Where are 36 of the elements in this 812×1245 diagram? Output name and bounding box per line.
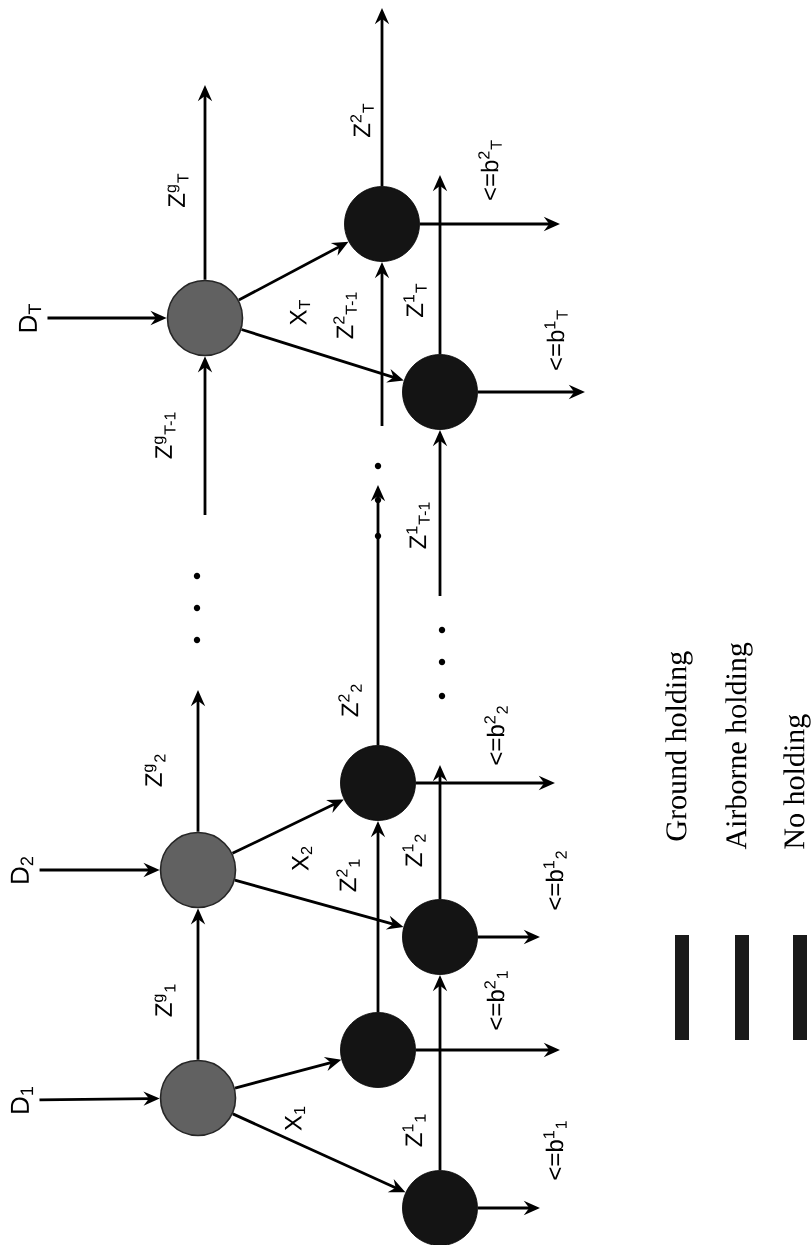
variable-label: D$_{1}$	[10, 1086, 34, 1113]
edge-label: <=b$^{1}$T	[544, 310, 568, 370]
edge-label: <=b$^{1}$2	[543, 851, 567, 910]
variable-label: D$_{2}$	[10, 857, 34, 883]
edge-label: Z$^{g}$2	[144, 754, 166, 787]
ground-node	[159, 831, 237, 909]
edge-label: <=b$^{2}$T	[478, 140, 502, 200]
edge-label: Z$^{1}$1	[402, 1114, 426, 1147]
edge-label: Z$^{2}$2	[338, 684, 362, 717]
edge-label: <=b$^{2}$1	[484, 971, 508, 1030]
ground-node	[159, 1059, 237, 1137]
airborne-node	[340, 745, 416, 821]
edge-label: Z$^{g}$1	[154, 984, 176, 1017]
airborne-node	[344, 186, 420, 262]
ground-node	[166, 279, 244, 357]
flow-label: X$_{T}$	[289, 300, 311, 325]
edge-label: Z$^{g}$T-1	[154, 412, 176, 459]
legend-text: No holding	[783, 714, 811, 849]
airborne-node	[340, 1012, 416, 1088]
edge-label: Z$^{g}$T	[167, 173, 189, 207]
edge-label: Z$^{1}$T	[403, 283, 427, 317]
airborne-node	[402, 354, 478, 430]
airborne-node	[402, 899, 478, 975]
legend-text: Ground holding	[665, 651, 693, 841]
edge-label: Z$^{1}$2	[402, 834, 426, 867]
edge-label: <=b$^{2}$2	[484, 706, 508, 765]
edge-label: Z$^{1}$T-1	[406, 502, 430, 549]
variable-label: D$_{T}$	[18, 304, 42, 332]
edge-label: Z$^{2}$1	[336, 859, 360, 892]
edge-label: <=b$^{1}$1	[543, 1121, 567, 1180]
edge-label: Z$^{2}$T-1	[333, 292, 357, 339]
flow-label: X$_{2}$	[291, 846, 313, 871]
legend-text: Airborne holding	[725, 642, 753, 850]
flow-label: X$_{1}$	[284, 1106, 306, 1131]
edge-label: Z$^{2}$T	[350, 103, 374, 137]
airborne-node	[402, 1170, 478, 1245]
